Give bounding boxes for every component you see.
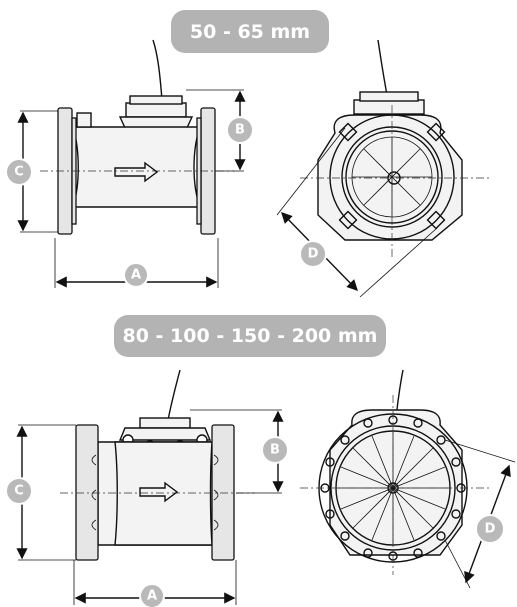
svg-text:A: A [147,589,157,604]
badge-c-top: C [5,158,33,186]
large-meter-end-view [300,369,516,589]
size-label-small: 50 - 65 mm [171,10,329,53]
size-label-large: 80 - 100 - 150 - 200 mm [114,315,386,357]
badge-b-bottom: B [261,436,289,464]
badge-b-top: B [226,116,254,144]
large-meter-side-view [16,369,284,605]
small-meter-end-view [276,39,490,298]
badge-a-bottom: A [139,583,165,607]
badge-d-bottom: D [475,514,505,544]
badge-c-bottom: C [5,477,33,505]
svg-text:D: D [485,522,496,537]
svg-text:C: C [14,484,24,499]
svg-text:B: B [270,443,280,458]
small-meter-side-view [17,39,246,288]
svg-text:C: C [14,165,24,180]
badge-a-top: A [123,262,149,288]
svg-text:D: D [308,247,319,262]
badge-d-top: D [299,240,327,268]
svg-text:A: A [131,268,141,283]
svg-text:B: B [235,123,245,138]
